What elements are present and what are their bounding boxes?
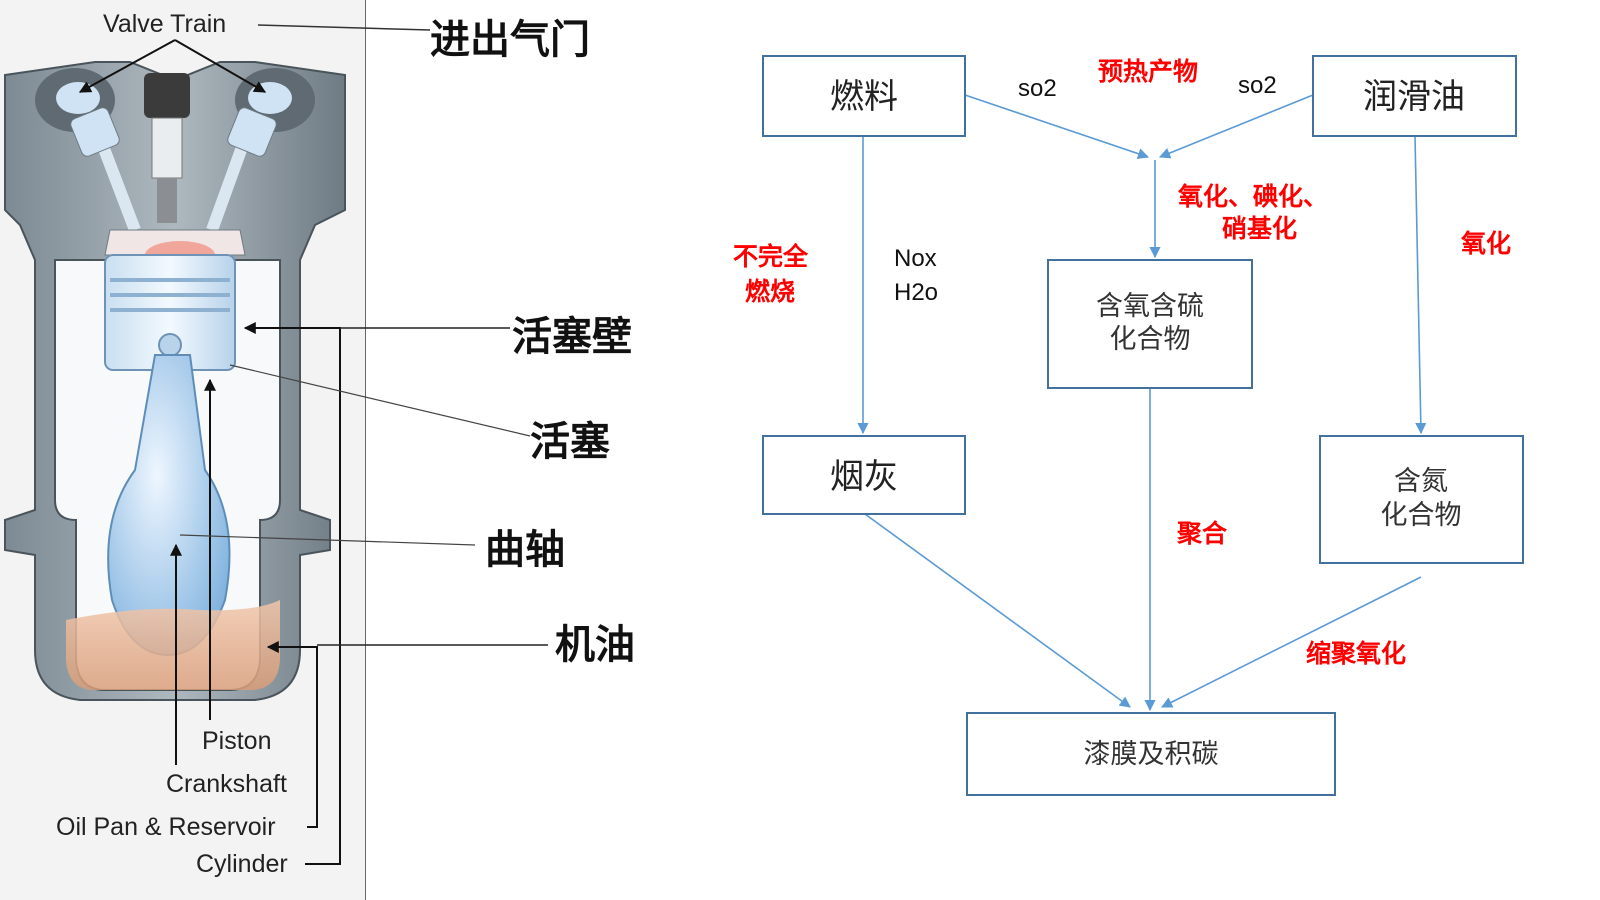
edge-label-incomplete-line1: 不完全 bbox=[733, 242, 809, 271]
label-piston: Piston bbox=[202, 727, 271, 755]
edge-fuel-to-center bbox=[964, 94, 1150, 160]
node-nitrogen-line1: 含氮 bbox=[1394, 466, 1448, 497]
deposit-flow-diagram: 燃料 润滑油 含氧含硫 化合物 烟灰 含氮 化合物 漆膜及 bbox=[733, 55, 1524, 796]
node-oxy-sulfur-line1: 含氧含硫 bbox=[1096, 291, 1204, 322]
bracket-oil-pan bbox=[266, 641, 318, 828]
oil-reservoir bbox=[66, 600, 280, 690]
node-fuel-label: 燃料 bbox=[830, 77, 898, 117]
node-lube-oil: 润滑油 bbox=[1312, 55, 1517, 137]
label-cn-piston-wall: 活塞壁 bbox=[512, 314, 632, 360]
edge-label-oxidation-right: 氧化 bbox=[1460, 229, 1511, 258]
edge-label-h2o: H2o bbox=[894, 279, 938, 306]
edge-label-incomplete-line2: 燃烧 bbox=[745, 277, 795, 306]
node-soot-label: 烟灰 bbox=[830, 457, 898, 497]
edge-label-polymerization: 聚合 bbox=[1176, 519, 1228, 548]
intake-spring bbox=[70, 107, 120, 157]
intake-cam bbox=[56, 82, 100, 114]
edge-label-nox: Nox bbox=[894, 245, 937, 272]
edge-lube-to-center bbox=[1158, 94, 1314, 159]
arrow-valve-train-left bbox=[78, 39, 176, 93]
node-lube-oil-label: 润滑油 bbox=[1363, 77, 1465, 117]
edge-label-oxidation-line1: 氧化、碘化、 bbox=[1177, 182, 1328, 211]
spark-plug-cap bbox=[144, 73, 190, 118]
exhaust-spring bbox=[227, 107, 277, 157]
engine-cn-labels: 进出气门 活塞壁 活塞 曲轴 机油 bbox=[179, 17, 635, 668]
node-soot: 烟灰 bbox=[762, 435, 966, 515]
bracket-cylinder bbox=[243, 322, 341, 865]
spark-plug-body bbox=[151, 117, 183, 179]
edge-soot-to-varnish bbox=[864, 513, 1131, 708]
label-oil-pan: Oil Pan & Reservoir bbox=[56, 813, 276, 841]
edge-label-preheat: 预热产物 bbox=[1098, 57, 1198, 86]
node-oxy-sulfur-line2: 化合物 bbox=[1110, 324, 1191, 355]
edge-lube-to-nitrogen bbox=[1414, 135, 1427, 435]
leader-piston bbox=[229, 364, 531, 437]
edge-label-so2-left: so2 bbox=[1018, 75, 1057, 102]
label-valve-train: Valve Train bbox=[103, 10, 226, 38]
edge-label-so2-right: so2 bbox=[1238, 72, 1277, 99]
label-cn-valves: 进出气门 bbox=[430, 17, 590, 63]
node-nitrogen-line2: 化合物 bbox=[1381, 500, 1462, 531]
spark-plug-thread bbox=[157, 178, 177, 223]
label-crankshaft: Crankshaft bbox=[166, 770, 287, 798]
edge-label-oxidation-line2: 硝基化 bbox=[1222, 214, 1297, 243]
edge-nitrogen-to-varnish bbox=[1160, 576, 1422, 708]
node-oxy-sulfur-compounds: 含氧含硫 化合物 bbox=[1047, 259, 1253, 389]
label-cylinder: Cylinder bbox=[196, 850, 288, 878]
label-cn-engine-oil: 机油 bbox=[555, 622, 635, 668]
leader-crankshaft bbox=[179, 534, 476, 546]
node-nitrogen-compounds: 含氮 化合物 bbox=[1319, 435, 1524, 564]
label-cn-crankshaft: 曲轴 bbox=[485, 527, 565, 573]
edge-label-condensation-oxidation: 缩聚氧化 bbox=[1306, 639, 1406, 668]
node-varnish-carbon-label: 漆膜及积碳 bbox=[1084, 739, 1219, 770]
label-cn-piston: 活塞 bbox=[530, 419, 610, 465]
node-varnish-carbon: 漆膜及积碳 bbox=[966, 712, 1336, 796]
leader-valve-train bbox=[257, 24, 431, 31]
arrow-valve-train-right bbox=[174, 39, 267, 93]
node-fuel: 燃料 bbox=[762, 55, 966, 137]
piston-pin bbox=[158, 333, 182, 357]
engine-illustration: Valve Train Piston Crankshaft Oil Pan & … bbox=[0, 0, 431, 900]
